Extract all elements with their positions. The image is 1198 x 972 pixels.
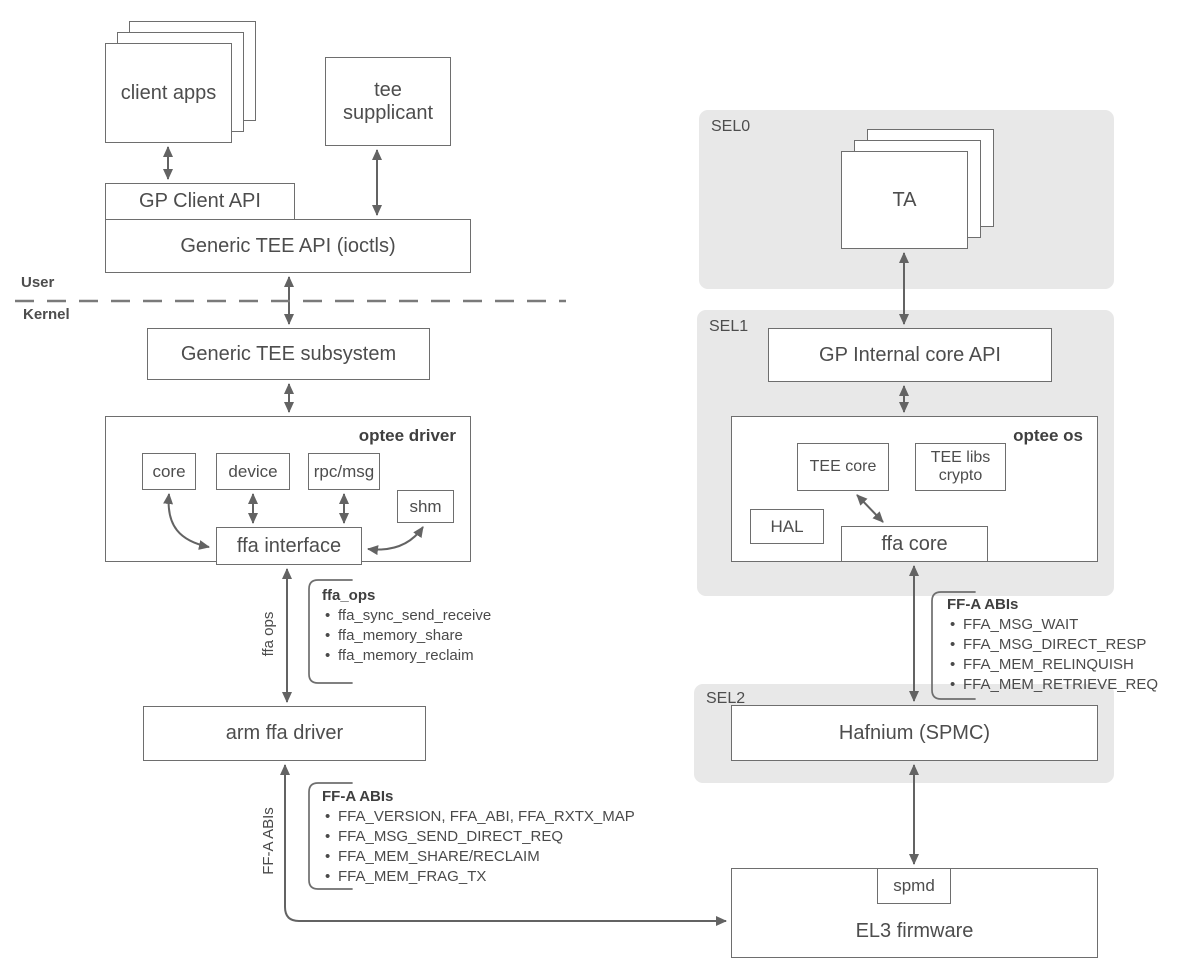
ffa-interface-box: ffa interface: [216, 527, 362, 565]
ffa-abis-left-list: FF-A ABIs FFA_VERSION, FFA_ABI, FFA_RXTX…: [322, 787, 635, 887]
device-box: device: [216, 453, 290, 490]
shm-box: shm: [397, 490, 454, 523]
arm-ffa-driver-label: arm ffa driver: [225, 722, 344, 744]
ffa-abis-left-item: FFA_MEM_FRAG_TX: [322, 867, 635, 887]
shm-label: shm: [409, 496, 442, 516]
gp-internal-core-api-label: GP Internal core API: [819, 343, 1001, 366]
ffa-abis-left-item: FFA_MSG_SEND_DIRECT_REQ: [322, 827, 635, 847]
ta-label: TA: [892, 188, 917, 211]
kernel-label: Kernel: [23, 306, 70, 323]
client-apps-box: client apps: [105, 43, 232, 143]
tee-supplicant-box: tee supplicant: [325, 57, 451, 146]
gp-internal-core-api-box: GP Internal core API: [768, 328, 1052, 382]
generic-tee-subsystem-label: Generic TEE subsystem: [180, 342, 397, 365]
ffa-abis-right-list: FF-A ABIs FFA_MSG_WAIT FFA_MSG_DIRECT_RE…: [947, 595, 1158, 695]
tee-supplicant-label: tee supplicant: [342, 78, 434, 124]
gp-client-api-box: GP Client API: [105, 183, 295, 220]
hafnium-box: Hafnium (SPMC): [731, 705, 1098, 761]
user-label: User: [21, 274, 55, 291]
ffa-interface-label: ffa interface: [236, 534, 342, 557]
ffa-abis-right-item: FFA_MEM_RELINQUISH: [947, 655, 1158, 675]
ffa-abis-right-title: FF-A ABIs: [947, 596, 1019, 613]
core-box: core: [142, 453, 196, 490]
core-label: core: [152, 461, 186, 481]
tee-libs-crypto-label: TEE libs crypto: [930, 448, 991, 484]
ffa-abis-left-title: FF-A ABIs: [322, 788, 394, 805]
hal-label: HAL: [770, 516, 804, 536]
rpc-msg-label: rpc/msg: [313, 461, 375, 481]
ffa-core-label: ffa core: [881, 532, 948, 555]
spmd-label: spmd: [893, 876, 935, 896]
gp-client-api-label: GP Client API: [139, 190, 261, 212]
hafnium-label: Hafnium (SPMC): [838, 721, 991, 744]
device-label: device: [228, 461, 278, 481]
rpc-msg-box: rpc/msg: [308, 453, 380, 490]
ffa-ops-list: ffa_ops ffa_sync_send_receive ffa_memory…: [322, 586, 491, 666]
sel1-region-label: SEL1: [709, 318, 749, 335]
ta-box: TA: [841, 151, 968, 249]
arm-ffa-driver-box: arm ffa driver: [143, 706, 426, 761]
generic-tee-api-box: Generic TEE API (ioctls): [105, 219, 471, 273]
sel0-region-label: SEL0: [711, 118, 751, 135]
spmd-box: spmd: [877, 868, 951, 904]
ffa-ops-list-item: ffa_sync_send_receive: [322, 606, 491, 626]
hal-box: HAL: [750, 509, 824, 544]
ffa-core-box: ffa core: [841, 526, 988, 562]
ffa-ops-list-title: ffa_ops: [322, 587, 376, 604]
tee-libs-crypto-box: TEE libs crypto: [915, 443, 1006, 491]
optee-os-title: optee os: [1013, 426, 1083, 445]
optee-driver-title: optee driver: [358, 426, 456, 445]
ffa-ops-list-item: ffa_memory_share: [322, 626, 491, 646]
client-apps-label: client apps: [120, 81, 217, 104]
tee-core-label: TEE core: [809, 457, 877, 475]
sel2-region-label: SEL2: [706, 690, 746, 707]
ffa-ops-arrow-label: ffa ops: [260, 611, 277, 657]
ffa-ops-list-item: ffa_memory_reclaim: [322, 646, 491, 666]
ffa-abis-left-item: FFA_VERSION, FFA_ABI, FFA_RXTX_MAP: [322, 807, 635, 827]
ffa-abis-right-item: FFA_MEM_RETRIEVE_REQ: [947, 675, 1158, 695]
ffa-abis-right-item: FFA_MSG_DIRECT_RESP: [947, 635, 1158, 655]
el3-firmware-label: EL3 firmware: [855, 919, 974, 942]
ffa-abis-right-item: FFA_MSG_WAIT: [947, 615, 1158, 635]
tee-core-box: TEE core: [797, 443, 889, 491]
generic-tee-subsystem-box: Generic TEE subsystem: [147, 328, 430, 380]
ffa-abis-left-item: FFA_MEM_SHARE/RECLAIM: [322, 847, 635, 867]
generic-tee-api-label: Generic TEE API (ioctls): [180, 234, 396, 257]
ffa-abis-arrow-label: FF-A ABIs: [260, 807, 277, 875]
